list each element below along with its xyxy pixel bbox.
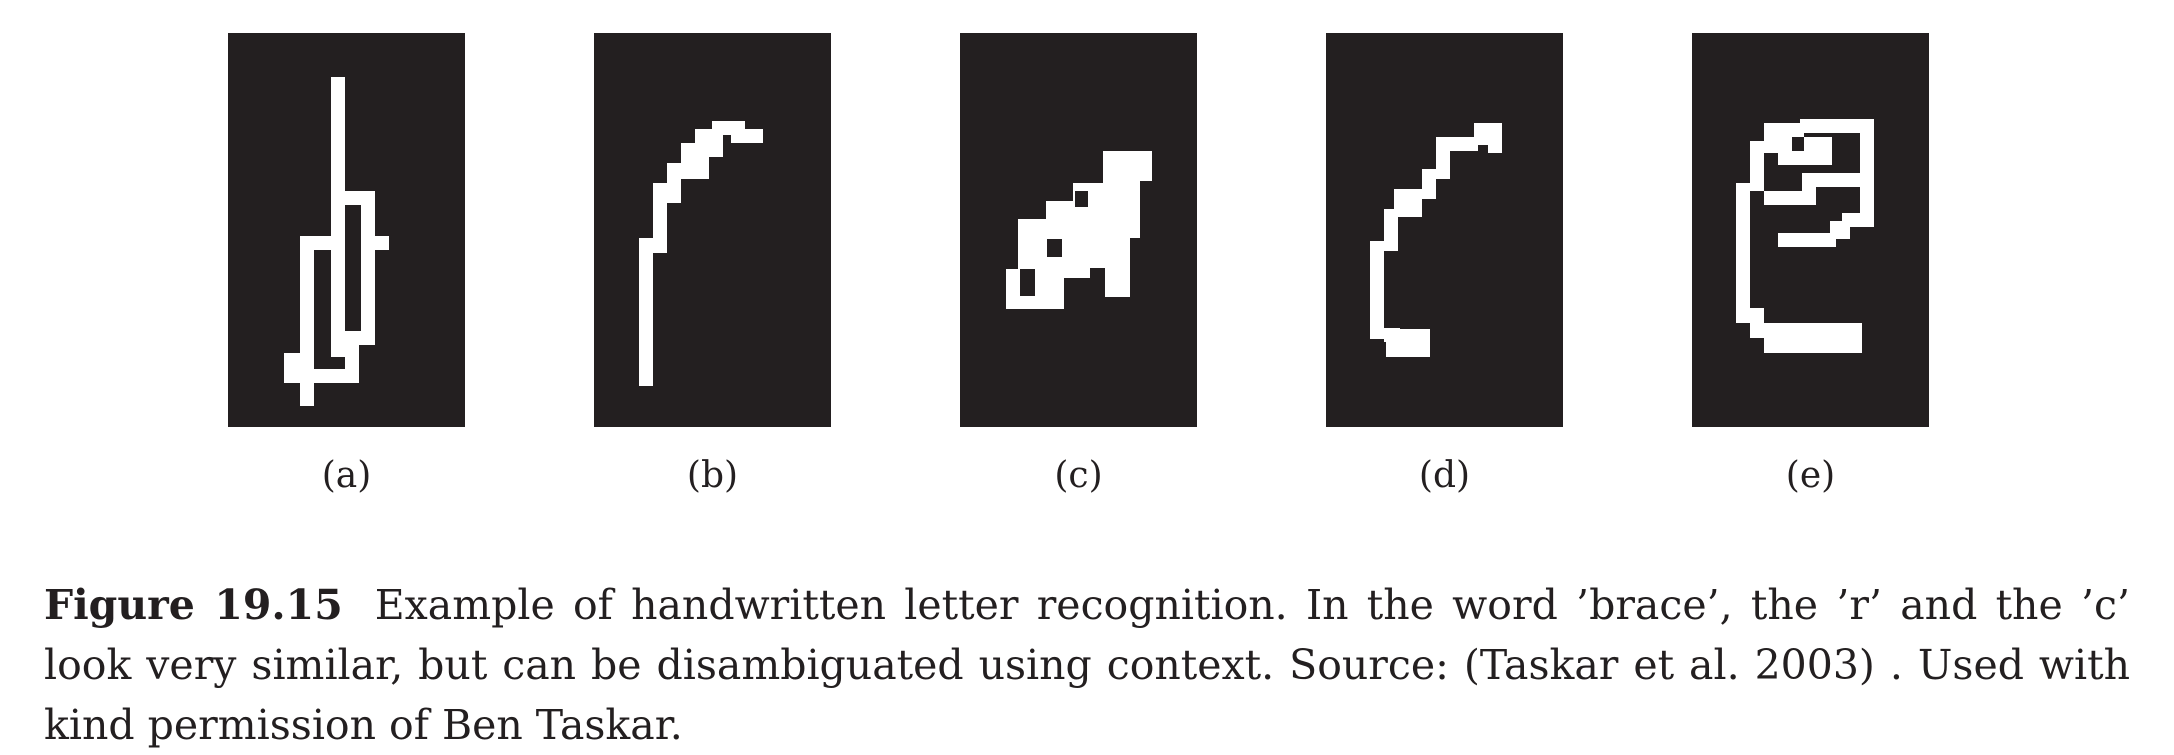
panel-label-a: (a) bbox=[321, 455, 372, 496]
panel-a bbox=[228, 33, 465, 427]
panel-label-d: (d) bbox=[1418, 455, 1471, 496]
panel-label-b: (b) bbox=[686, 455, 739, 496]
panel-label-c: (c) bbox=[1054, 455, 1103, 496]
panel-label-e: (e) bbox=[1785, 455, 1836, 496]
letter-b-bitmap bbox=[639, 121, 763, 386]
panel-e bbox=[1692, 33, 1929, 427]
caption-text: Example of handwritten letter recognitio… bbox=[44, 581, 2130, 749]
panel-c bbox=[960, 33, 1197, 427]
panel-d bbox=[1326, 33, 1563, 427]
letter-d-bitmap bbox=[1370, 123, 1502, 357]
panel-b bbox=[594, 33, 831, 427]
figure-number: Figure 19.15 bbox=[44, 581, 343, 629]
letter-e-bitmap bbox=[1736, 119, 1874, 353]
letter-c-bitmap bbox=[1006, 151, 1152, 309]
letter-a-bitmap bbox=[284, 77, 389, 406]
